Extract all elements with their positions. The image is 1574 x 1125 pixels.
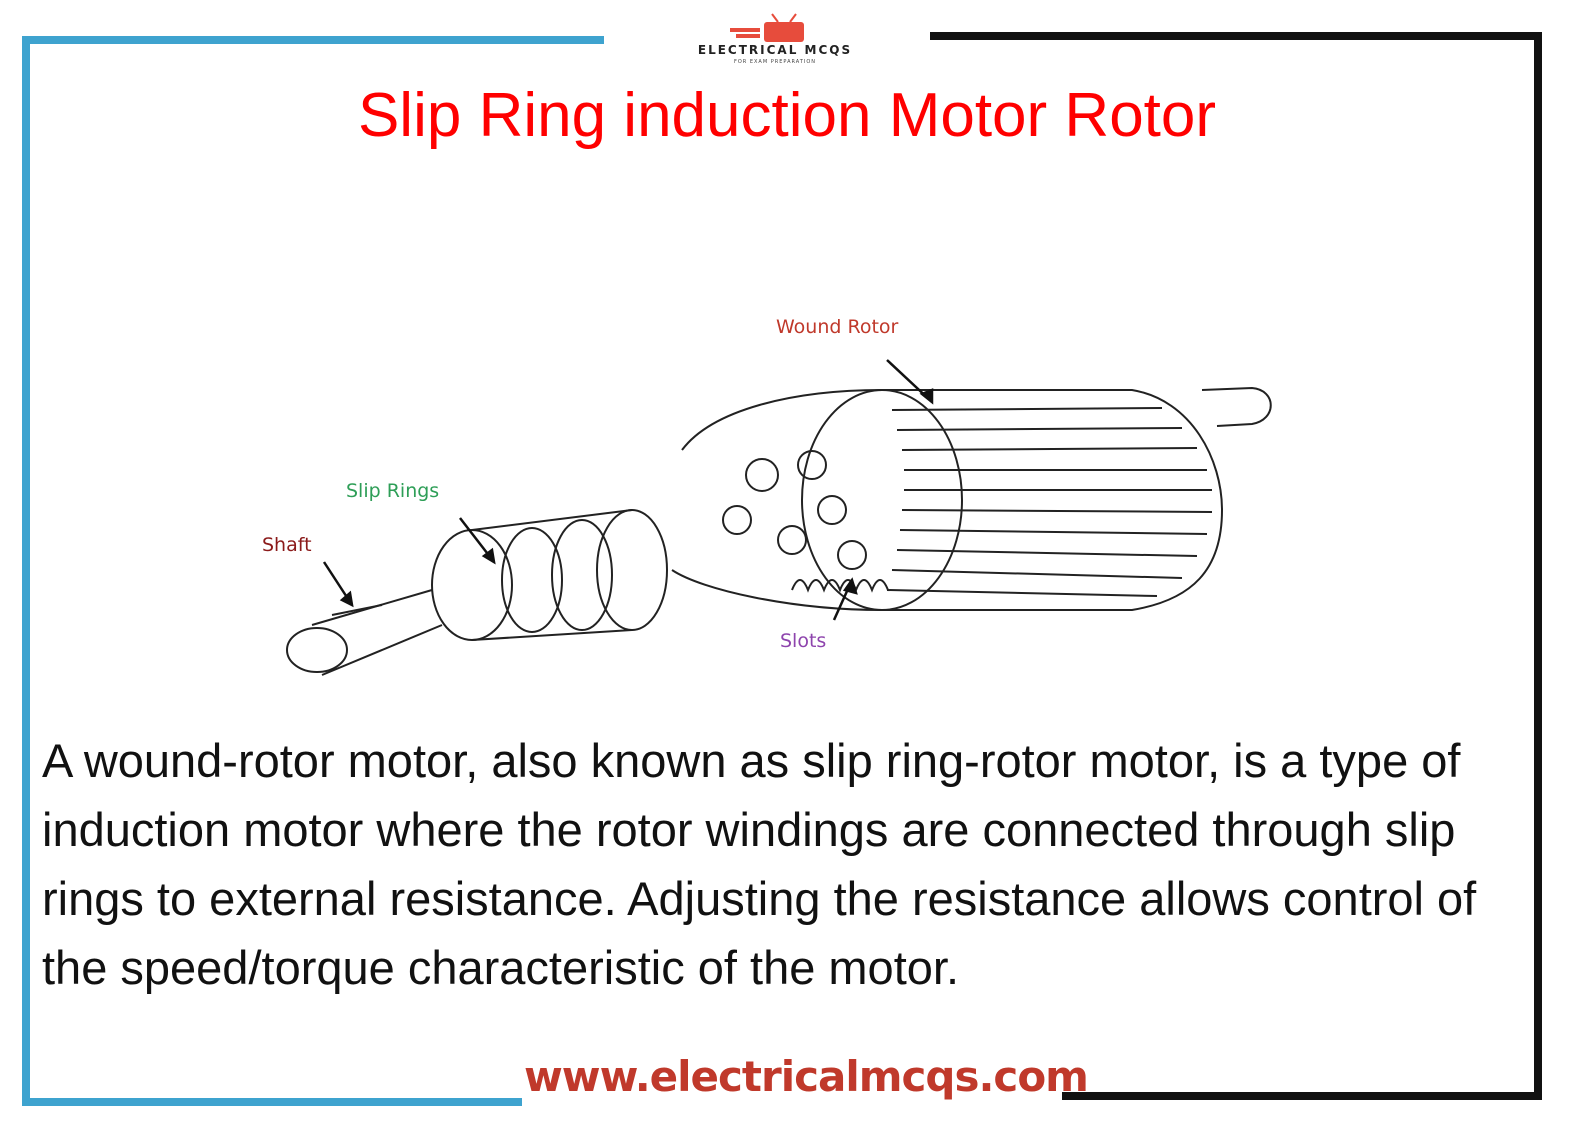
label-wound-rotor: Wound Rotor — [776, 316, 899, 338]
rotor-diagram: Wound Rotor Slip Rings Shaft Slots — [232, 290, 1322, 690]
frame-border-left-top — [22, 36, 604, 44]
label-slip-rings: Slip Rings — [346, 480, 440, 502]
site-logo: ELECTRICAL MCQS FOR EXAM PREPARATION — [640, 10, 910, 70]
logo-tagline: FOR EXAM PREPARATION — [733, 59, 817, 65]
description-text: A wound-rotor motor, also known as slip … — [42, 734, 1477, 994]
website-url[interactable]: www.electricalmcqs.com — [524, 1052, 1089, 1101]
frame-border-right-top — [930, 32, 1542, 40]
frame-border-bottom-right — [1062, 1092, 1542, 1100]
frame-border-left — [22, 36, 30, 1106]
page-title: Slip Ring induction Motor Rotor — [357, 81, 1217, 150]
label-slots: Slots — [780, 630, 827, 652]
rotor-illustration — [286, 359, 1272, 676]
frame-border-bottom-left — [22, 1098, 522, 1106]
logo-name: ELECTRICAL MCQS — [697, 43, 853, 57]
logo-tv-icon — [730, 13, 804, 42]
frame-border-right — [1534, 32, 1542, 1100]
label-shaft: Shaft — [262, 534, 312, 556]
